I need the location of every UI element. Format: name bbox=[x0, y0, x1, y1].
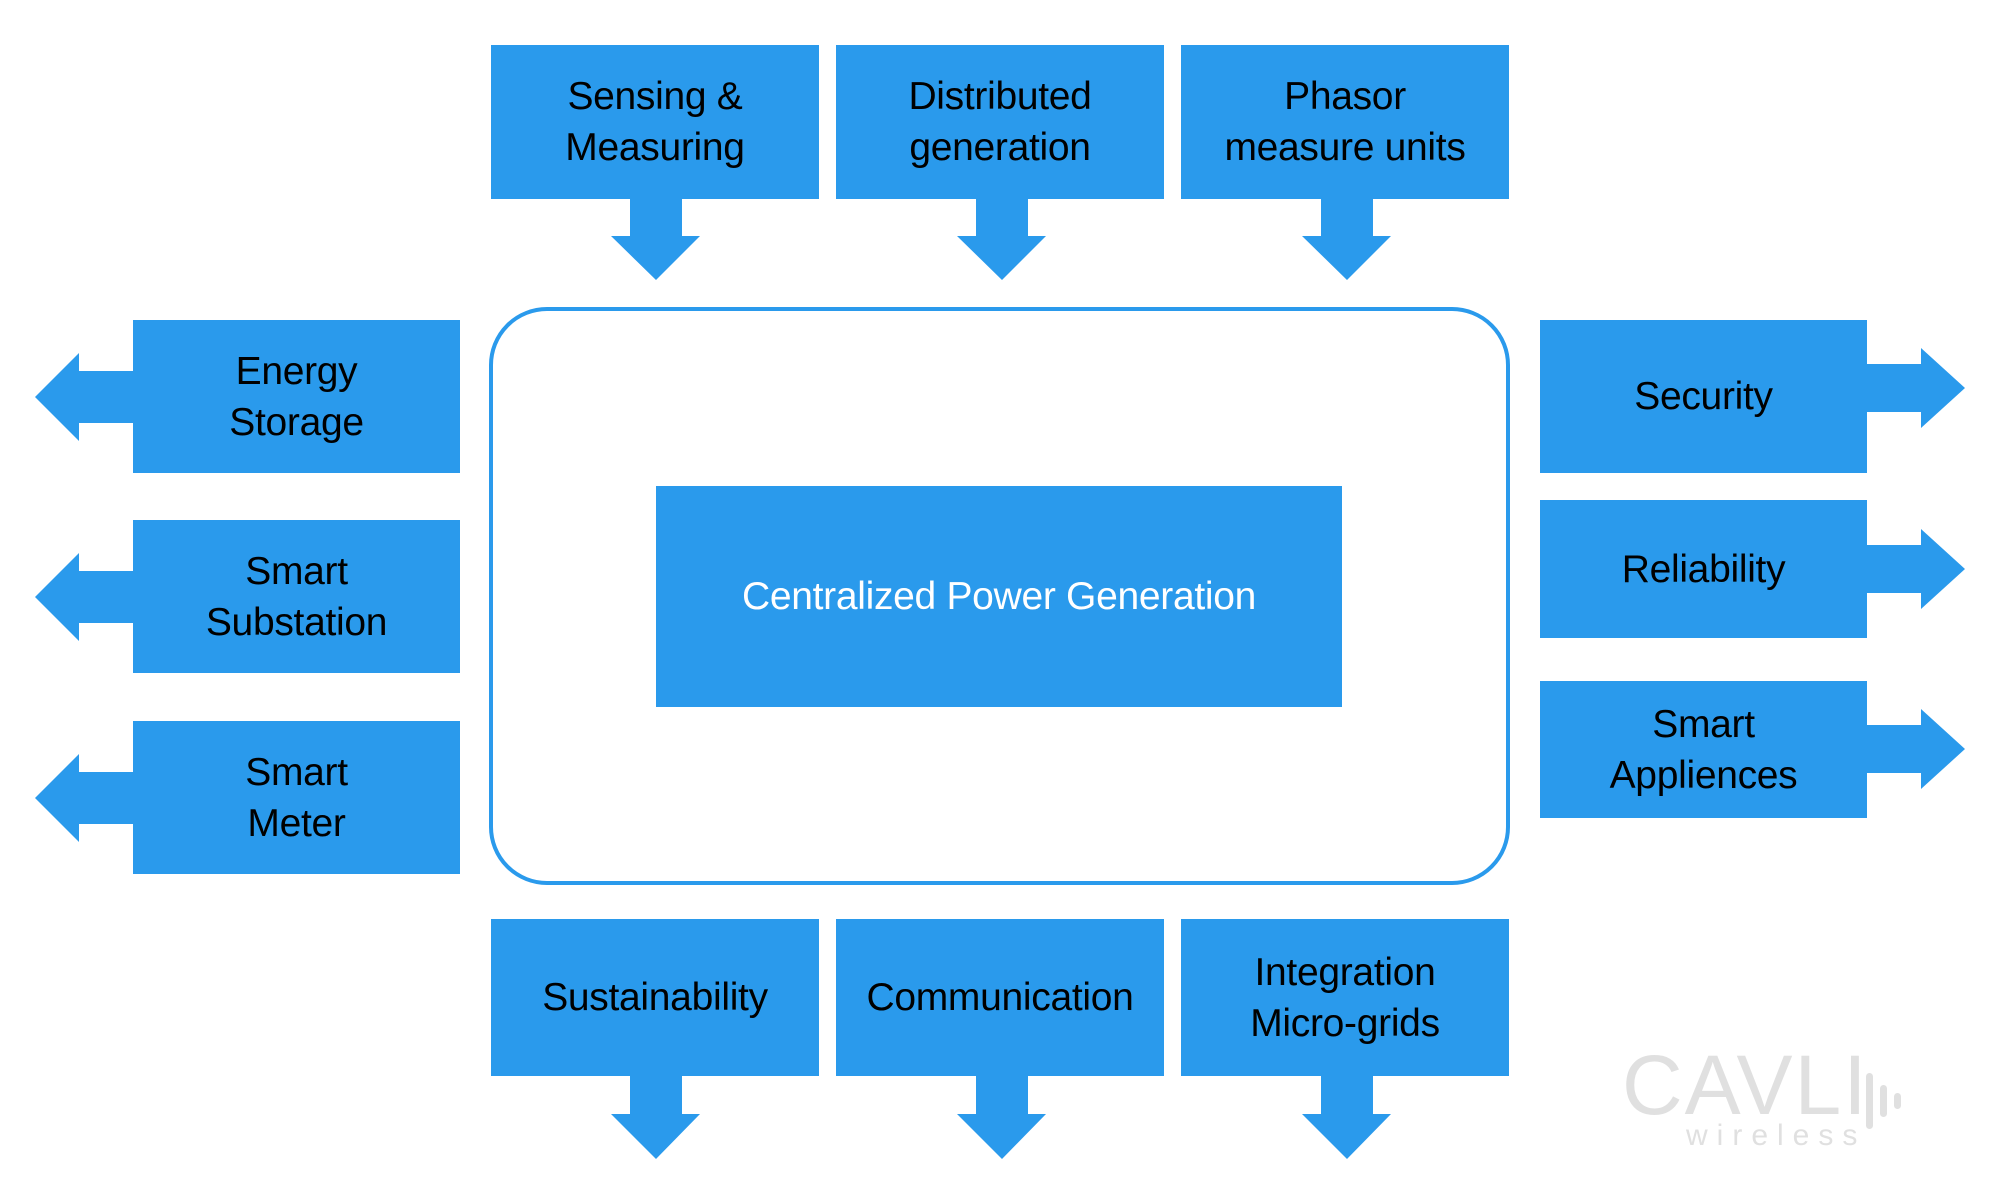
output-box-sustainability: Sustainability bbox=[491, 919, 819, 1076]
arrow-right-icon bbox=[1866, 348, 1965, 428]
cavli-logo: CAVLI wireless bbox=[1622, 1043, 1902, 1153]
output-box-reliability: Reliability bbox=[1540, 500, 1867, 638]
arrow-left-icon bbox=[35, 754, 134, 842]
arrow-down-icon bbox=[1302, 199, 1391, 280]
output-box-smart-meter: Smart Meter bbox=[133, 721, 460, 874]
arrow-down-icon bbox=[1302, 1076, 1391, 1159]
output-box-security: Security bbox=[1540, 320, 1867, 473]
arrow-down-icon bbox=[957, 199, 1046, 280]
input-box-sensing-measuring: Sensing & Measuring bbox=[491, 45, 819, 199]
arrow-left-icon bbox=[35, 353, 134, 441]
center-box-centralized-power-generation: Centralized Power Generation bbox=[656, 486, 1342, 707]
input-box-phasor-measure-units: Phasor measure units bbox=[1181, 45, 1509, 199]
logo-subtitle-text: wireless bbox=[1686, 1119, 1867, 1152]
arrow-right-icon bbox=[1866, 709, 1965, 789]
smart-grid-frame bbox=[489, 307, 1510, 885]
output-box-smart-appliences: Smart Appliences bbox=[1540, 681, 1867, 818]
logo-brand-text: CAVLI bbox=[1622, 1038, 1869, 1132]
arrow-down-icon bbox=[957, 1076, 1046, 1159]
output-box-integration-micro-grids: Integration Micro-grids bbox=[1181, 919, 1509, 1076]
arrow-right-icon bbox=[1866, 529, 1965, 609]
input-box-distributed-generation: Distributed generation bbox=[836, 45, 1164, 199]
arrow-left-icon bbox=[35, 553, 134, 641]
arrow-down-icon bbox=[611, 199, 700, 280]
output-box-communication: Communication bbox=[836, 919, 1164, 1076]
arrow-down-icon bbox=[611, 1076, 700, 1159]
output-box-smart-substation: Smart Substation bbox=[133, 520, 460, 673]
output-box-energy-storage: Energy Storage bbox=[133, 320, 460, 473]
